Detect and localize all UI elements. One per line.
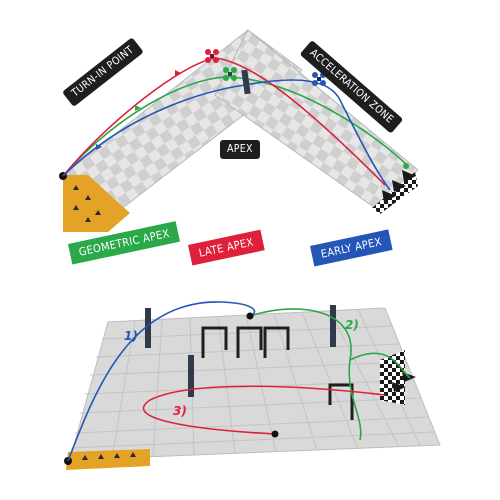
top-track [59, 29, 419, 232]
arrow-icon [135, 105, 141, 111]
gate-icon [145, 308, 151, 348]
finish-flag-area [372, 172, 418, 214]
geometric-line [62, 76, 408, 177]
green-end-marker [403, 163, 409, 169]
path-dot [246, 312, 254, 320]
finish-flag-area [380, 350, 405, 405]
bottom-track [64, 301, 441, 470]
gate-icon [188, 355, 194, 397]
floor-grid [71, 308, 435, 459]
path-number-2: 2) [345, 318, 359, 332]
start-pad-arrows [82, 452, 136, 460]
finish-arrows-icon [382, 170, 416, 202]
start-pad [66, 449, 150, 470]
gate-icon [330, 305, 336, 347]
start-pad [63, 175, 130, 232]
drone-icon [223, 67, 237, 81]
gate-icon [241, 69, 251, 95]
apex-label: APEX [220, 140, 260, 159]
path-dot [271, 430, 279, 438]
path-early-blue [67, 301, 256, 462]
path-red [142, 385, 386, 435]
arrow-icon [96, 144, 102, 150]
gate-icon [201, 326, 354, 420]
arrow-icon [175, 70, 181, 76]
path-number-3: 3) [173, 404, 187, 418]
path-green-loop [349, 352, 411, 379]
early-line [62, 79, 391, 191]
path-green [249, 308, 362, 441]
drone-icon [205, 49, 219, 63]
start-pad-arrows [73, 185, 101, 222]
path-number-1: 1) [124, 329, 138, 343]
